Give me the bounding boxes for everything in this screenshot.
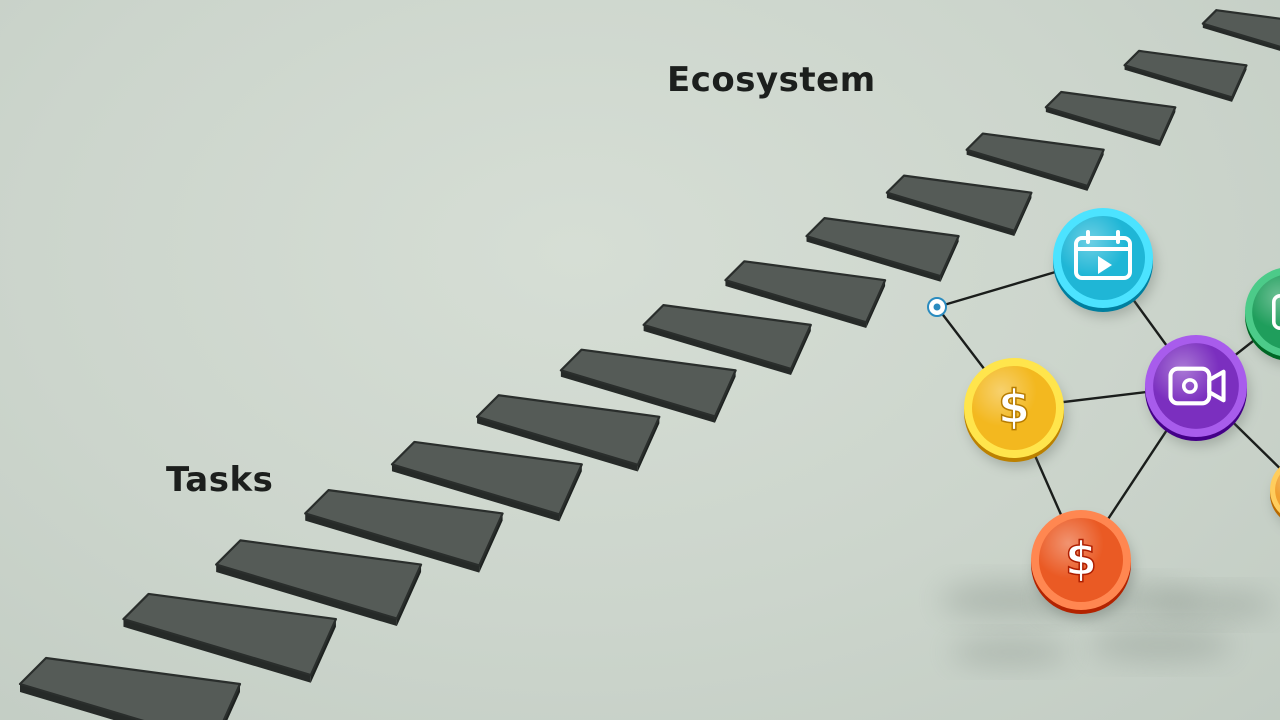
task-tile-face: [885, 174, 1033, 232]
task-tile-face: [642, 304, 812, 371]
task-tile-face: [965, 132, 1105, 187]
task-tile: [805, 217, 960, 282]
task-tile-face: [805, 217, 960, 278]
node-coin-orange: $: [1031, 510, 1134, 619]
task-tile-edge: [391, 464, 560, 522]
task-tile-face: [1044, 90, 1177, 143]
task-tile-face: [1123, 49, 1248, 99]
task-tile: [885, 174, 1033, 237]
task-tile: [1201, 9, 1280, 51]
dollar-icon: $: [997, 379, 1031, 435]
task-tile-face: [304, 489, 504, 567]
task-tile-face: [724, 260, 887, 324]
node-highlight: [1061, 216, 1145, 300]
calendar-icon: [1074, 230, 1132, 280]
task-tile-face: [1201, 9, 1280, 48]
node-ground-shadow: [950, 638, 1070, 666]
task-tile: [215, 539, 423, 627]
task-tile-edge: [725, 280, 867, 329]
dollar-glyph: $: [998, 380, 1030, 434]
task-tile: [642, 304, 812, 376]
task-tile-edge: [966, 149, 1088, 191]
task-tile-edge: [123, 619, 311, 683]
node-outer-ring: [1270, 466, 1280, 514]
task-tile-edge: [305, 513, 480, 573]
task-tile-face: [18, 656, 242, 720]
task-tile-edge: [216, 564, 397, 627]
task-tile-edge: [886, 192, 1015, 237]
task-tile-face: [215, 539, 423, 620]
task-tile: [965, 132, 1105, 191]
dollar-glyph: $: [1065, 532, 1097, 586]
task-tile: [559, 348, 737, 423]
connector-node: [927, 297, 947, 317]
node-orange-partial: [1270, 466, 1280, 519]
node-highlight: [972, 366, 1056, 450]
task-tile: [18, 656, 242, 720]
node-ground-shadow: [1155, 591, 1275, 619]
task-tile-edge: [560, 370, 715, 423]
task-tile-face: [475, 394, 661, 466]
task-tile: [122, 592, 338, 683]
task-tile: [475, 394, 661, 472]
task-tile: [1044, 90, 1177, 147]
node-highlight: [1275, 474, 1280, 506]
task-track: [18, 9, 1280, 720]
task-tile-edge: [477, 416, 638, 472]
task-tile-edge: [1045, 107, 1161, 147]
task-tile-face: [390, 440, 583, 516]
task-tile-face: [559, 348, 737, 418]
node-ground-shadow: [1088, 629, 1232, 661]
ecosystem-network: $$: [927, 208, 1280, 619]
task-tile: [304, 489, 504, 573]
node-green-app: [1245, 268, 1280, 365]
node-coin-yellow: $: [964, 358, 1067, 467]
task-tile-edge: [806, 236, 941, 282]
connector-dot: [933, 303, 941, 311]
node-video: [1145, 335, 1250, 446]
video-camera-icon: [1168, 366, 1226, 406]
task-tile: [390, 440, 583, 522]
node-calendar: [1053, 208, 1156, 317]
dollar-icon: $: [1064, 531, 1098, 587]
task-tile-edge: [643, 324, 792, 376]
task-tile: [1123, 49, 1248, 102]
tasks-label: Tasks: [166, 460, 274, 500]
node-highlight: [1039, 518, 1123, 602]
app-icon: [1272, 294, 1280, 330]
task-tile: [724, 260, 887, 329]
task-tile-face: [122, 592, 338, 677]
node-highlight: [1252, 275, 1280, 349]
ecosystem-label: Ecosystem: [667, 60, 876, 100]
